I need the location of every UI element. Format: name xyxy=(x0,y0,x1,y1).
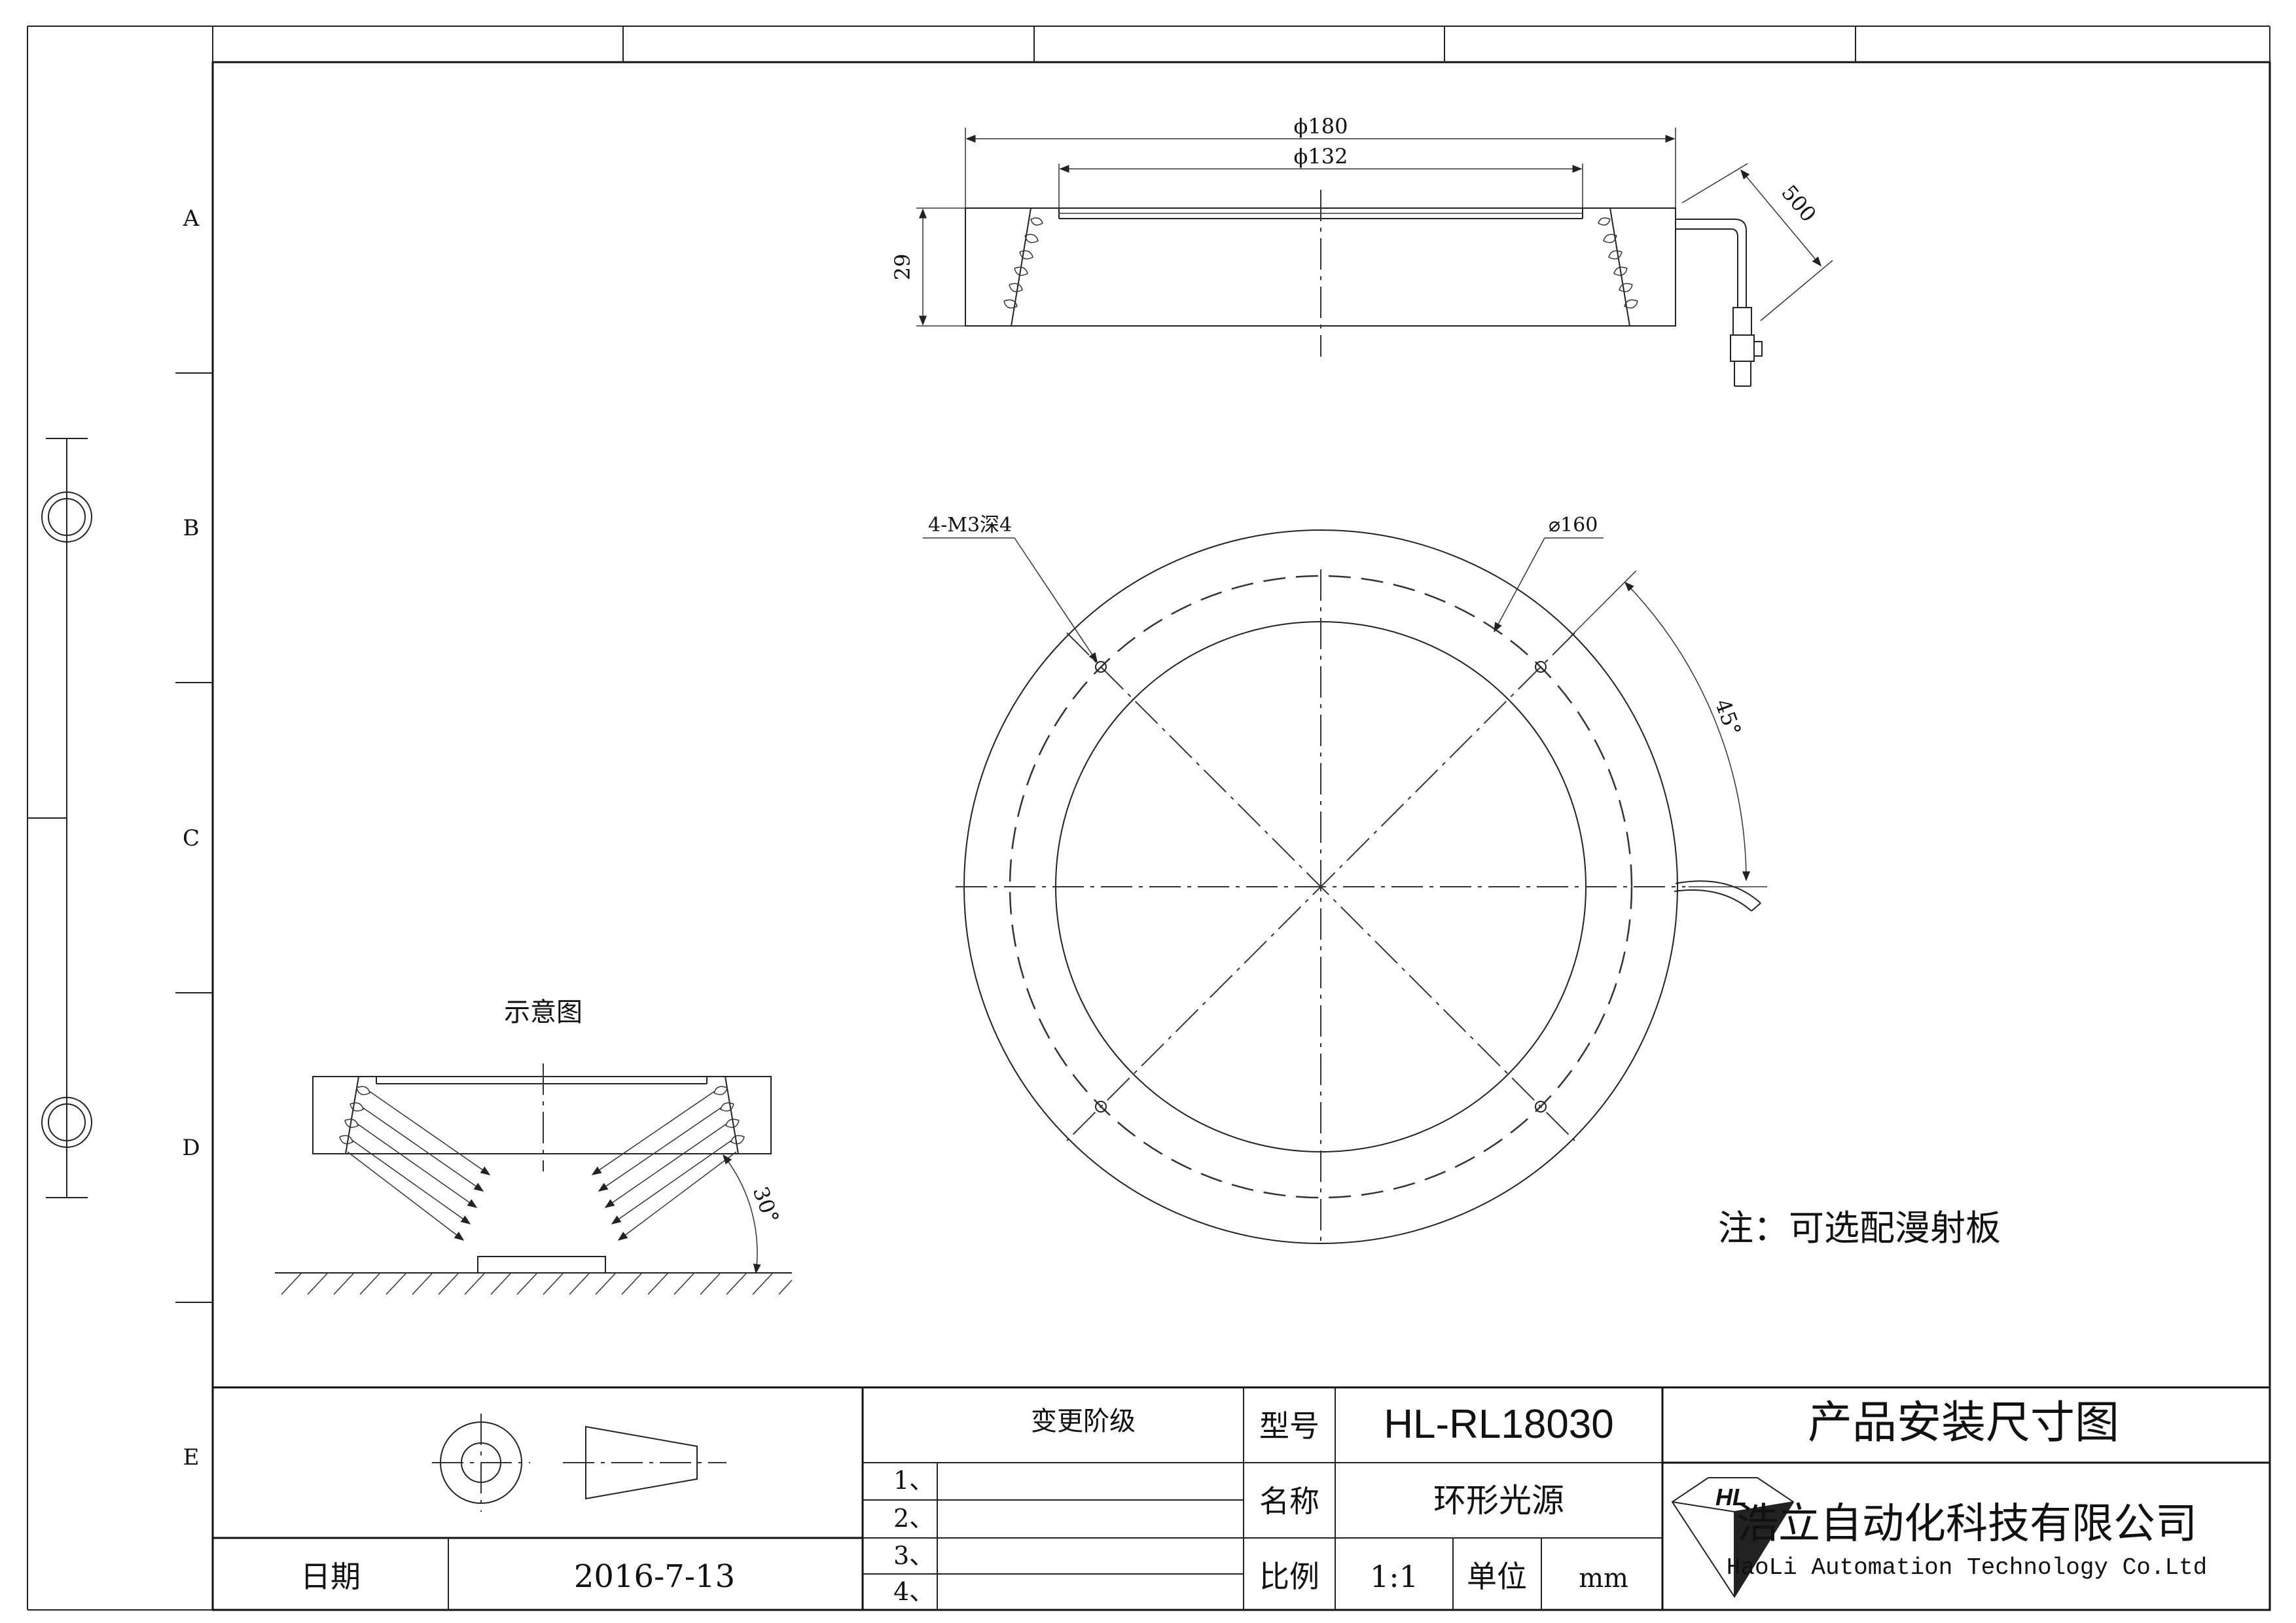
zone-labels: A B C D E xyxy=(182,205,200,1471)
date-value: 2016-7-13 xyxy=(574,1558,735,1595)
outer-diameter-label: ϕ180 xyxy=(1294,114,1348,139)
title-block: 变更阶级 1、 2、 3、 4、 日期 2016-7-13 型号 HL-RL18… xyxy=(213,1386,2270,1610)
section-view: ϕ180 ϕ132 29 xyxy=(890,114,1833,387)
cable-length-label: 500 xyxy=(1776,180,1821,226)
diffuser-note: 注：可选配漫射板 xyxy=(1718,1207,2001,1249)
model-value: HL-RL18030 xyxy=(1384,1402,1614,1447)
model-label: 型号 xyxy=(1259,1408,1319,1444)
projection-symbol xyxy=(432,1414,726,1512)
revision-row-4: 4、 xyxy=(893,1577,934,1606)
plan-view: 4-M3深4 ⌀160 45° xyxy=(923,514,1767,1247)
revision-row-3: 3、 xyxy=(893,1541,934,1570)
zone-label-b: B xyxy=(183,515,200,541)
revision-row-1: 1、 xyxy=(893,1466,934,1495)
zone-label-e: E xyxy=(183,1444,200,1471)
zone-label-a: A xyxy=(183,205,200,232)
company-logo: HL xyxy=(1671,1477,1795,1598)
schematic-title: 示意图 xyxy=(504,997,583,1027)
unit-value: mm xyxy=(1579,1563,1628,1594)
revision-row-2: 2、 xyxy=(893,1504,934,1533)
name-label: 名称 xyxy=(1259,1484,1319,1519)
angle-45-label: 45° xyxy=(1710,696,1746,739)
inner-diameter-label: ϕ132 xyxy=(1294,144,1348,169)
date-label: 日期 xyxy=(300,1559,361,1594)
schematic-view: 示意图 xyxy=(275,997,793,1295)
company-name-en: HaoLi Automation Technology Co.Ltd xyxy=(1727,1554,2208,1581)
height-label: 29 xyxy=(890,254,915,281)
sheet-frame xyxy=(27,26,2271,1611)
logo-text: HL xyxy=(1715,1484,1747,1510)
unit-label: 单位 xyxy=(1467,1559,1527,1594)
pcd-callout: ⌀160 xyxy=(1549,514,1598,537)
scale-value: 1:1 xyxy=(1370,1559,1418,1594)
company-name-cn: 浩立自动化科技有限公司 xyxy=(1736,1500,2197,1548)
hole-callout: 4-M3深4 xyxy=(928,514,1012,537)
name-value: 环形光源 xyxy=(1433,1482,1564,1520)
zone-label-c: C xyxy=(183,825,200,851)
scale-label: 比例 xyxy=(1259,1559,1319,1594)
zone-label-d: D xyxy=(182,1135,200,1161)
change-level-label: 变更阶级 xyxy=(1031,1406,1136,1436)
drawing-title: 产品安装尺寸图 xyxy=(1808,1397,2119,1449)
